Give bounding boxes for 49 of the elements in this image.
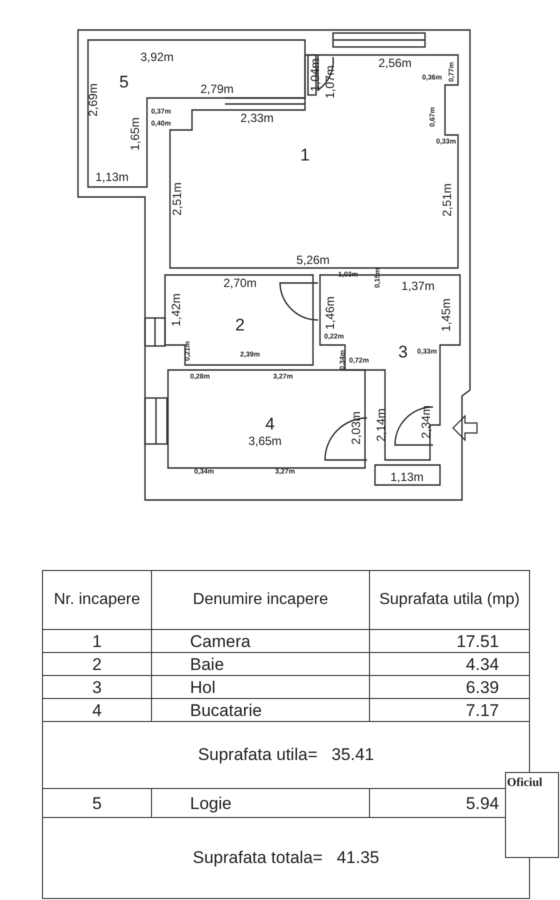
table-text: Logie — [151, 788, 369, 817]
table-text: Bucatarie — [151, 698, 369, 721]
room-number: 1 — [300, 146, 310, 164]
dimension-label: 2,03m — [350, 411, 362, 445]
dimension-label: 2,51m — [441, 183, 453, 217]
room-number: 3 — [398, 344, 408, 360]
dimension-label: 2,34m — [420, 405, 432, 439]
dimension-label: 1,45m — [440, 298, 452, 332]
dimension-label: 1,13m — [95, 171, 129, 183]
table-text: 4 — [43, 698, 151, 721]
dimension-label: 2,79m — [200, 83, 234, 95]
table-text: Hol — [151, 675, 369, 698]
dimension-label: 1,42m — [170, 293, 182, 327]
table-text: 5 — [43, 788, 151, 817]
stamp-box: Oficiul — [505, 772, 559, 858]
table-text: Suprafata utila (mp) — [369, 571, 529, 629]
area-value: 35.41 — [332, 745, 374, 765]
dimension-label: 3,65m — [248, 435, 282, 447]
table-text: Baie — [151, 652, 369, 675]
dimension-label: 2,56m — [378, 57, 412, 69]
table-text: Nr. incapere — [52, 590, 142, 610]
table-text: 7.17 — [369, 698, 529, 721]
dimension-label: 1,65m — [129, 117, 141, 151]
dimension-label: 2,51m — [171, 182, 183, 216]
dimension-label: 1,13m — [390, 471, 424, 483]
dimension-label: 2,69m — [87, 83, 99, 117]
room-number: 5 — [119, 74, 129, 90]
table-text: 4.34 — [369, 652, 529, 675]
dimension-label: 5,26m — [296, 254, 330, 266]
dimension-label: 2,70m — [223, 277, 257, 289]
dimension-label: 1,07m — [324, 65, 336, 99]
dimension-label: 1,46m — [324, 296, 336, 330]
dimension-label: 3,92m — [140, 51, 174, 63]
table-text: 3 — [43, 675, 151, 698]
dimension-label: 2,33m — [240, 112, 274, 124]
table-text: Denumire incapere — [151, 571, 369, 629]
table-text: 17.51 — [369, 629, 529, 652]
dimension-label: 1,04m — [309, 58, 321, 92]
table-text: Suprafata utila= — [198, 745, 318, 765]
dimension-label: 2,14m — [375, 408, 387, 442]
dimension-label: 1,37m — [401, 280, 435, 292]
table-text: 2 — [43, 652, 151, 675]
table-text: 6.39 — [369, 675, 529, 698]
table-text: Suprafata totala= — [192, 848, 323, 868]
room-number: 4 — [265, 416, 275, 432]
table-text: Camera — [151, 629, 369, 652]
area-value: 41.35 — [336, 848, 380, 868]
table-text: 1 — [43, 629, 151, 652]
room-number: 2 — [235, 316, 245, 334]
